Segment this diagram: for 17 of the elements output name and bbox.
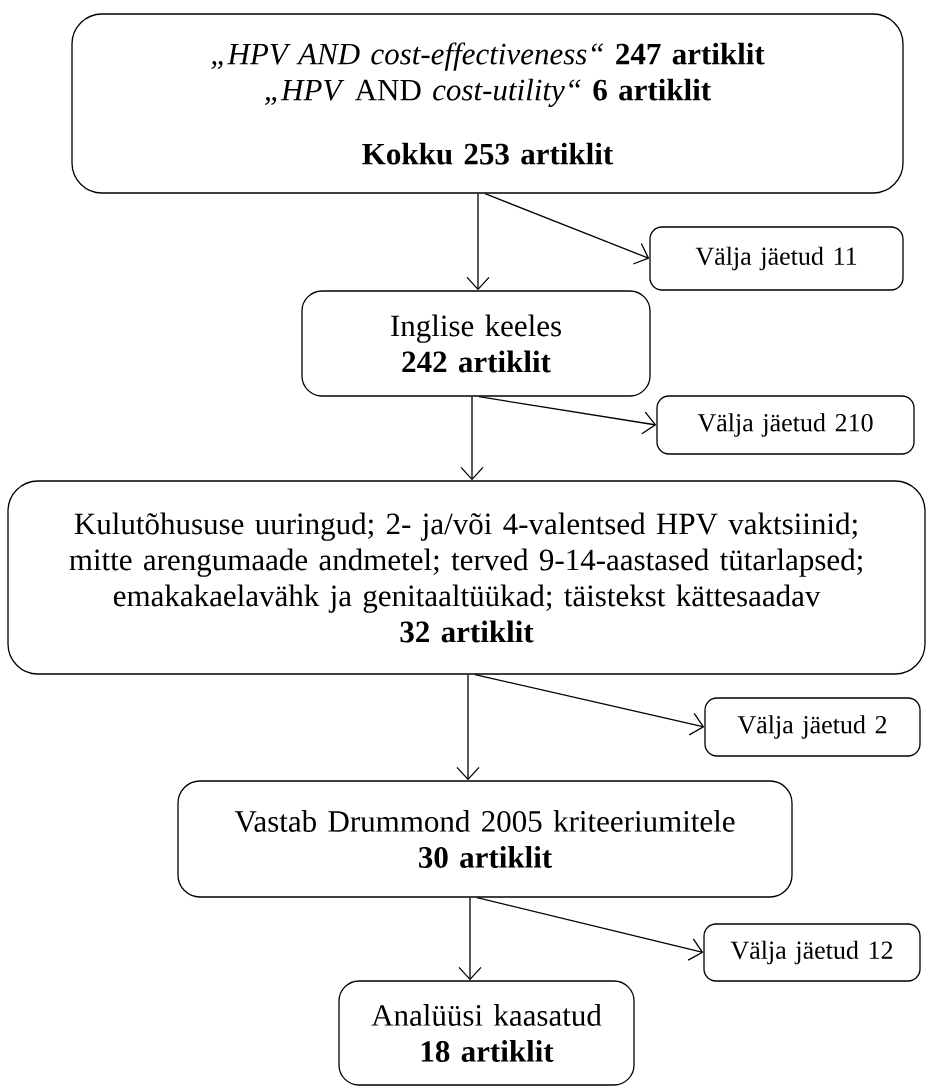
process-box: Vastab Drummond 2005 kriteeriumitele 30 artiklit bbox=[177, 780, 793, 898]
excluded-box: Välja jäetud 210 bbox=[656, 395, 915, 455]
arrow bbox=[460, 396, 484, 481]
excluded-box: Välja jäetud 2 bbox=[704, 697, 921, 757]
arrow bbox=[474, 674, 705, 736]
arrow bbox=[456, 674, 480, 781]
excluded-box: Välja jäetud 11 bbox=[649, 226, 904, 291]
excluded-box: Välja jäetud 12 bbox=[703, 923, 921, 982]
arrow bbox=[458, 897, 482, 981]
process-box: Kulutõhususe uuringud; 2- ja/või 4-valentsed HPV vaktsiinid; mitte arengumaade andmetel; terved 9-14-aastased tütarlapsed; emakakaelavähk ja genitaaltüükad; täistekst kättesaadav 32 artiklit bbox=[7, 480, 926, 675]
arrow bbox=[476, 897, 704, 961]
arrow bbox=[478, 396, 657, 435]
arrow bbox=[466, 193, 490, 291]
process-box: „HPV AND cost-effectiveness“ 247 artiklit „HPV AND cost-utility“ 6 artiklit Kokku 253 artiklit bbox=[71, 13, 904, 194]
process-box: Analüüsi kaasatud 18 artiklit bbox=[338, 980, 635, 1086]
arrow bbox=[484, 193, 650, 265]
process-box: Inglise keeles 242 artiklit bbox=[301, 290, 651, 397]
